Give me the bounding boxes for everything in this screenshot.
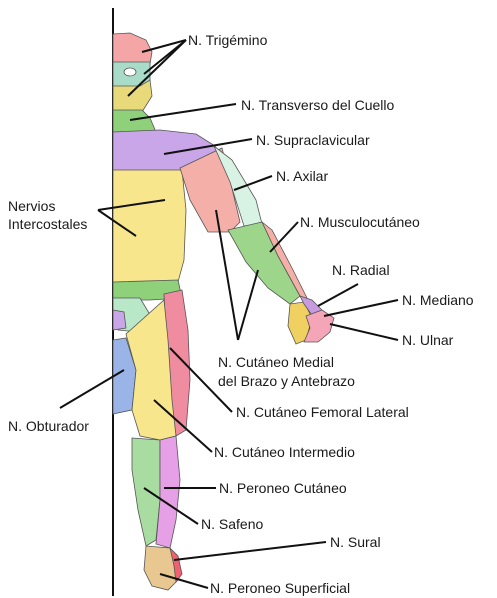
label-femoral-lateral: N. Cutáneo Femoral Lateral bbox=[236, 404, 409, 421]
label-transverso-cuello: N. Transverso del Cuello bbox=[241, 97, 394, 114]
label-cutaneo-medial-line1: N. Cutáneo Medial bbox=[218, 354, 334, 371]
region-safeno bbox=[132, 438, 160, 546]
label-trigemino: N. Trigémino bbox=[188, 32, 267, 49]
region-peroneo-cutaneo bbox=[156, 436, 180, 548]
label-musculocutaneo: N. Musculocutáneo bbox=[300, 214, 420, 231]
label-peroneo-cutaneo: N. Peroneo Cutáneo bbox=[219, 480, 347, 497]
region-trigemino-v1 bbox=[113, 33, 152, 64]
leader-radial bbox=[318, 284, 358, 306]
leader-mediano bbox=[324, 300, 398, 316]
label-radial: N. Radial bbox=[332, 262, 390, 279]
label-peroneo-superficial: N. Peroneo Superficial bbox=[210, 580, 350, 597]
label-intercostales-line1: Nervios bbox=[8, 198, 55, 215]
leader-ulnar bbox=[330, 324, 398, 340]
label-intercostales-line2: Intercostales bbox=[8, 216, 87, 233]
label-mediano: N. Mediano bbox=[402, 292, 474, 309]
leader-cutaneo-medial-2 bbox=[238, 270, 258, 340]
label-cutaneo-medial-line2: del Brazo y Antebrazo bbox=[218, 373, 355, 390]
label-sural: N. Sural bbox=[330, 534, 381, 551]
label-obturador: N. Obturador bbox=[8, 418, 89, 435]
leader-lines bbox=[60, 40, 398, 588]
eye bbox=[124, 68, 136, 76]
region-genital-2 bbox=[113, 310, 126, 330]
label-safeno: N. Safeno bbox=[201, 516, 263, 533]
label-axilar: N. Axilar bbox=[276, 168, 328, 185]
label-ulnar: N. Ulnar bbox=[402, 332, 453, 349]
label-intermedio: N. Cutáneo Intermedio bbox=[214, 444, 355, 461]
leader-sural bbox=[174, 542, 326, 560]
label-supraclavicular: N. Supraclavicular bbox=[256, 132, 370, 149]
